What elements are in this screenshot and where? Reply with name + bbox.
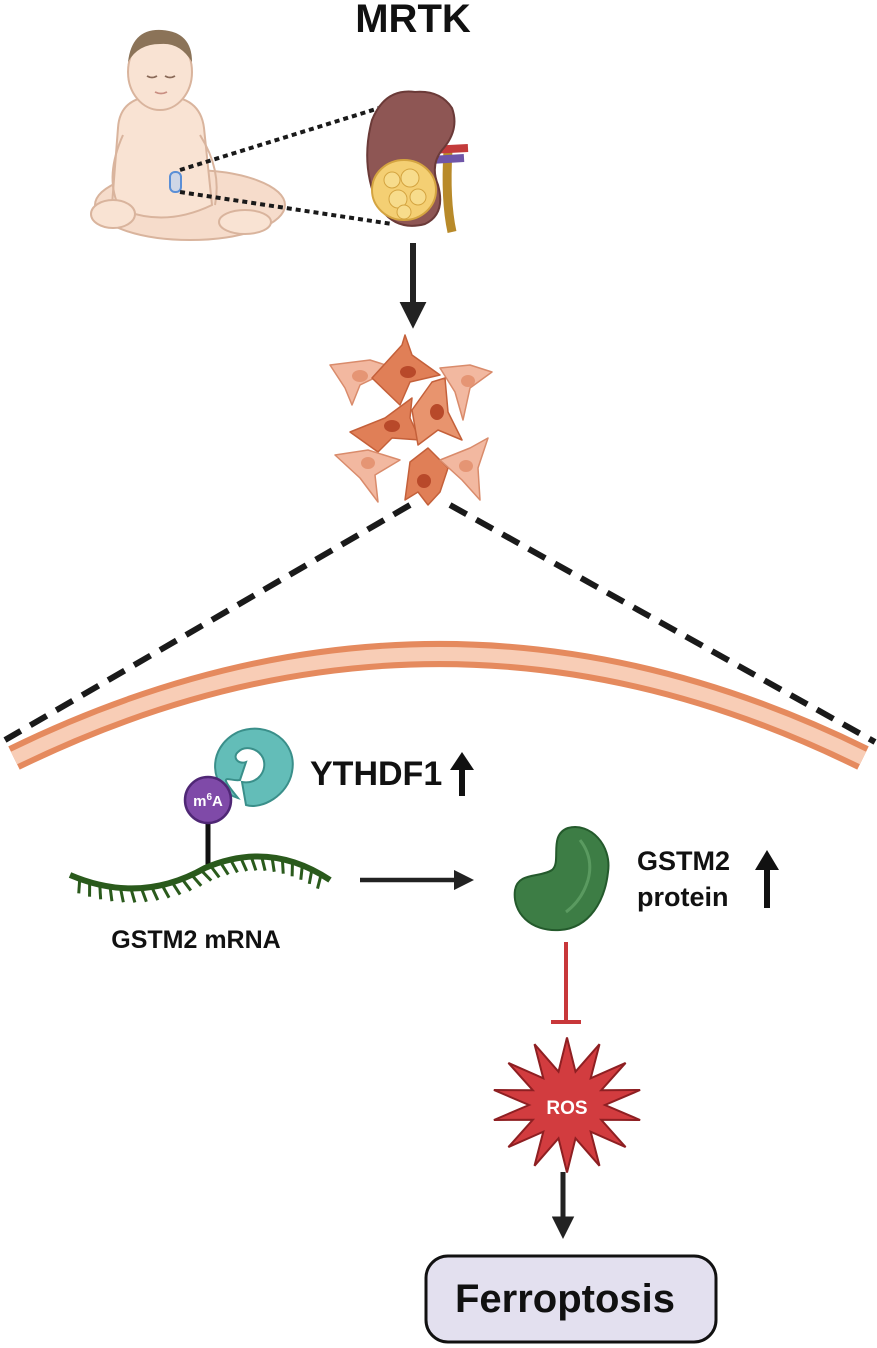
tumor-cells-cluster: [329, 334, 493, 506]
kidney-tumor-icon: [366, 90, 469, 233]
mrna-tick: [108, 886, 114, 902]
ferroptosis-box: [424, 1254, 718, 1344]
ferroptosis-label: Ferroptosis: [455, 1277, 675, 1321]
m6a-label: m6A: [193, 792, 223, 810]
m6a-modification-icon: [183, 775, 233, 825]
mrna-tick: [209, 864, 221, 879]
mrna-tick: [299, 865, 304, 880]
mrna-tick: [129, 888, 137, 903]
inhibition-bar: [551, 942, 581, 1024]
gstm2-protein-label-line2: protein: [637, 882, 729, 912]
ythdf1-protein-icon: [214, 727, 294, 807]
mrna-tick: [270, 857, 276, 872]
mrna-tick: [77, 878, 82, 894]
mrna-strand: [68, 853, 332, 903]
mrna-tick: [150, 886, 160, 901]
zoom-line-right: [448, 502, 877, 745]
ros-burst-icon: [493, 1037, 641, 1173]
mrna-tick: [307, 869, 314, 885]
cell-membrane: [8, 641, 869, 770]
mrna-tick: [199, 869, 213, 882]
mrna-tick: [280, 859, 285, 874]
mrna-tick: [219, 861, 230, 876]
ythdf1-up-arrow: [450, 752, 474, 796]
mrna-tick: [239, 857, 249, 872]
zoom-line-left: [3, 502, 412, 743]
mrna-tick: [170, 881, 182, 896]
ythdf1-label: YTHDF1: [310, 755, 442, 793]
title-label: MRTK: [355, 0, 471, 41]
gstm2-protein-icon: [513, 826, 610, 932]
mrna-tick: [160, 884, 171, 899]
mrna-label: GSTM2 mRNA: [111, 926, 280, 954]
zoom-line-top: [179, 98, 406, 172]
mrna-tick: [98, 884, 103, 900]
gstm2-protein-label-line1: GSTM2: [637, 846, 730, 876]
mrna-tick: [190, 873, 203, 887]
mrna-tick: [316, 874, 323, 889]
mrna-tick: [180, 878, 193, 892]
gstm2-up-arrow: [755, 850, 779, 908]
mrna-tick: [118, 887, 125, 903]
mrna-tick: [249, 856, 258, 871]
ros-label: ROS: [546, 1098, 587, 1119]
mrna-tick: [260, 856, 267, 872]
mrna-tick: [139, 887, 148, 903]
mrna-tick: [229, 858, 239, 874]
infant-figure: [90, 29, 286, 241]
